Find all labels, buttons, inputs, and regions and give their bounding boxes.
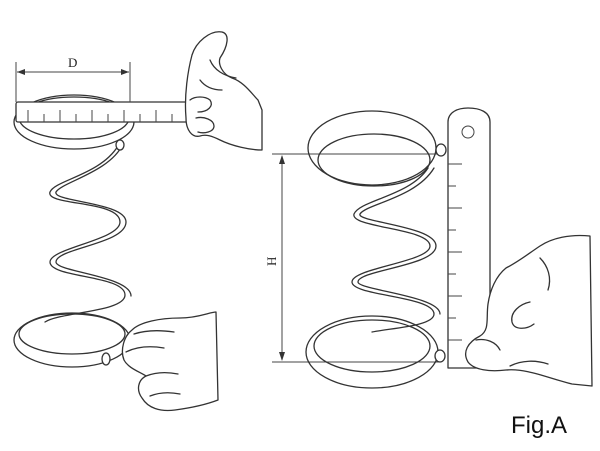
ruler-hole-icon: [461, 125, 475, 139]
arrowhead-right-icon: [121, 69, 129, 75]
knot-top-left: [115, 139, 125, 151]
right-spring: [305, 110, 447, 389]
knot-bottom-right: [434, 349, 446, 363]
knot-bottom-left: [101, 352, 111, 366]
left-bottom-hand-icon: [121, 311, 219, 412]
figure-caption: Fig.A: [511, 412, 568, 439]
knot-top-right: [435, 143, 447, 157]
arrowhead-down-icon: [279, 352, 285, 361]
height-dimension: H: [264, 153, 440, 363]
horizontal-ruler: [15, 101, 191, 123]
height-label: H: [264, 257, 279, 266]
right-hand-icon: [465, 234, 593, 387]
left-top-hand-icon: [184, 31, 263, 151]
left-spring: [13, 94, 135, 368]
diameter-label: D: [68, 55, 77, 70]
diameter-dimension: D: [15, 55, 131, 102]
arrowhead-up-icon: [279, 155, 285, 164]
arrowhead-left-icon: [17, 69, 25, 75]
vertical-ruler: [447, 107, 491, 369]
